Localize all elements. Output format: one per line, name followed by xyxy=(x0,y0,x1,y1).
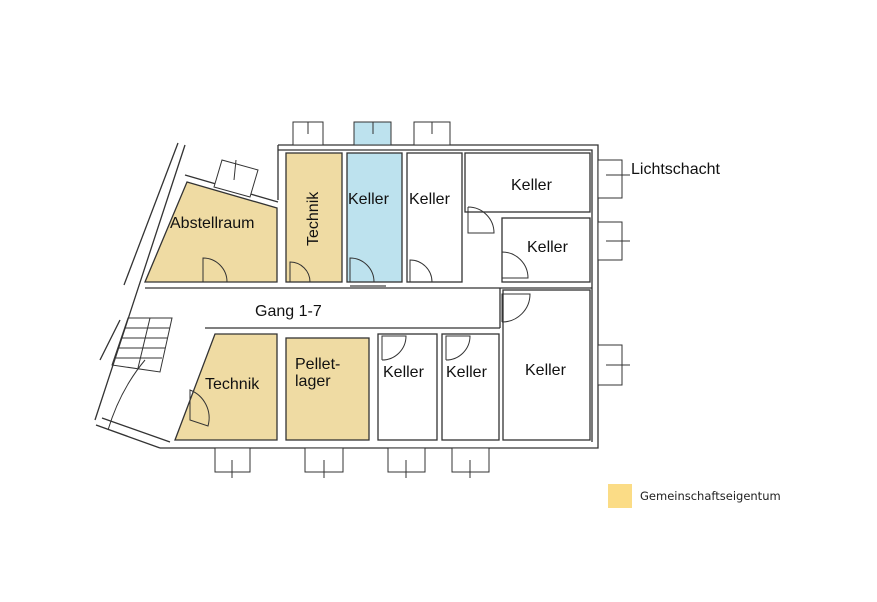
room-keller-right-top xyxy=(464,152,591,213)
room-keller-right-mid xyxy=(501,217,591,283)
label-abstellraum: Abstellraum xyxy=(170,215,254,232)
legend-swatch xyxy=(608,484,632,508)
label-keller-top2: Keller xyxy=(409,191,451,208)
room-abstellraum xyxy=(144,181,278,283)
label-keller-right-bottom: Keller xyxy=(525,362,567,379)
room-technik-bottom xyxy=(174,333,278,441)
label-lichtschacht: Lichtschacht xyxy=(631,161,720,178)
label-keller-right-top: Keller xyxy=(511,177,553,194)
label-pellet-line2: lager xyxy=(295,373,331,390)
label-technik-bottom: Technik xyxy=(205,376,260,393)
label-keller-blue: Keller xyxy=(348,191,390,208)
label-keller-bottom2: Keller xyxy=(446,364,488,381)
doors xyxy=(189,206,531,427)
label-corridor: Gang 1-7 xyxy=(255,303,322,320)
label-keller-bottom1: Keller xyxy=(383,364,425,381)
staircase xyxy=(107,317,173,431)
outer-walls xyxy=(94,142,599,449)
label-technik-top: Technik xyxy=(305,191,322,246)
legend-label: Gemeinschaftseigentum xyxy=(640,489,781,503)
room-keller-top2 xyxy=(406,152,463,283)
label-keller-right-mid: Keller xyxy=(527,239,569,256)
label-pellet-line1: Pellet- xyxy=(295,356,340,373)
room-technik-top xyxy=(285,152,343,283)
room-keller-bottom2 xyxy=(441,333,500,441)
room-keller-bottom1 xyxy=(377,333,438,441)
room-pelletlager xyxy=(285,337,370,441)
room-keller-blue xyxy=(346,152,403,283)
light-wells xyxy=(213,121,630,478)
room-keller-right-bottom xyxy=(502,289,591,441)
